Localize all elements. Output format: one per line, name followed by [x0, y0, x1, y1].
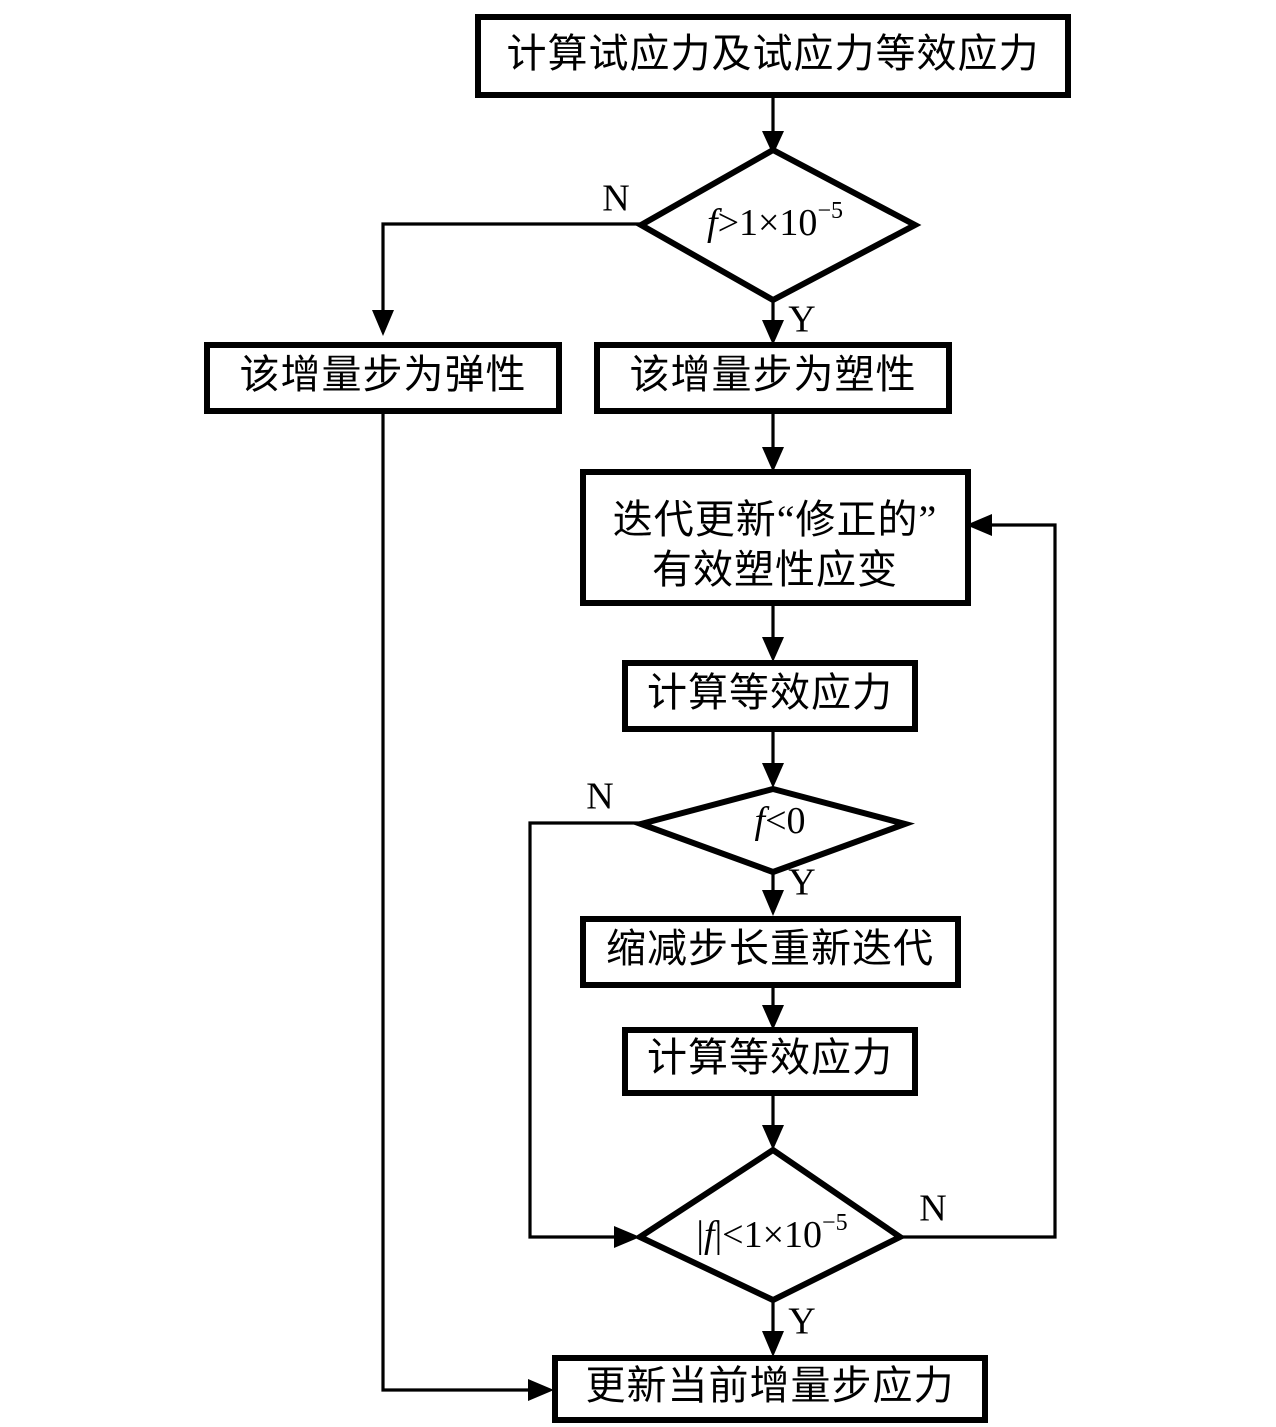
node-update-stress-label: 更新当前增量步应力 [586, 1363, 955, 1408]
node-calc-eq-stress-1-label: 计算等效应力 [647, 670, 893, 715]
edge-calc2-to-decision-converged [762, 1093, 784, 1150]
branch-label-converged-yes: Y [788, 1301, 815, 1343]
node-decision-yield-label: f>1×10−5 [707, 198, 843, 244]
decision-yield-mantissa: 1×10 [739, 202, 817, 244]
node-decision-converged[interactable]: |f|<1×10−5 [633, 1146, 906, 1304]
node-calc-eq-stress-1[interactable]: 计算等效应力 [622, 660, 918, 732]
node-calc-trial-stress[interactable]: 计算试应力及试应力等效应力 [475, 14, 1071, 98]
edge-calc1-to-decision-fneg [762, 729, 784, 788]
node-iterate-update-label-line1: 迭代更新“修正的” [613, 497, 938, 542]
edge-calc-trial-to-decision-yield [762, 95, 784, 155]
node-reduce-step[interactable]: 缩减步长重新迭代 [580, 916, 961, 988]
node-step-elastic-label: 该增量步为弹性 [240, 352, 527, 397]
edge-reduce-to-calc2 [762, 985, 784, 1030]
branch-label-converged-no: N [919, 1188, 946, 1230]
decision-converged-mid: |<1×10 [715, 1214, 822, 1256]
node-iterate-update[interactable]: 迭代更新“修正的” 有效塑性应变 [580, 469, 971, 606]
decision-fneg-rest: <0 [765, 800, 805, 842]
edge-plastic-to-iterate [762, 411, 784, 472]
edge-decision-fneg-yes [762, 872, 784, 916]
decision-yield-exponent: −5 [817, 198, 843, 224]
edge-decision-converged-no [900, 514, 1057, 1239]
edge-decision-converged-yes [762, 1300, 784, 1357]
node-update-stress[interactable]: 更新当前增量步应力 [552, 1355, 988, 1423]
edge-decision-yield-no [372, 222, 643, 336]
edge-elastic-to-update-stress [381, 411, 554, 1401]
node-calc-trial-stress-label: 计算试应力及试应力等效应力 [507, 31, 1040, 76]
node-step-plastic-label: 该增量步为塑性 [630, 352, 917, 397]
edge-decision-yield-yes [762, 300, 784, 345]
decision-converged-prefix: | [696, 1214, 704, 1256]
decision-yield-op: > [718, 202, 739, 244]
node-decision-f-neg-label: f<0 [755, 800, 806, 842]
branch-label-yield-yes: Y [788, 299, 815, 341]
branch-label-yield-no: N [602, 178, 629, 220]
node-iterate-update-label-line2: 有效塑性应变 [652, 547, 898, 592]
node-calc-eq-stress-2[interactable]: 计算等效应力 [622, 1027, 918, 1096]
node-calc-eq-stress-2-label: 计算等效应力 [647, 1035, 893, 1080]
branch-label-fneg-yes: Y [788, 862, 815, 904]
edge-decision-fneg-no [528, 821, 641, 1248]
node-decision-yield[interactable]: f>1×10−5 [634, 146, 922, 304]
node-step-elastic[interactable]: 该增量步为弹性 [204, 342, 562, 414]
node-decision-converged-label: |f|<1×10−5 [696, 1210, 847, 1256]
edge-iterate-to-calc1 [762, 603, 784, 662]
branch-label-fneg-no: N [586, 776, 613, 818]
node-step-plastic[interactable]: 该增量步为塑性 [594, 342, 952, 414]
node-decision-f-neg[interactable]: f<0 [630, 785, 916, 876]
node-reduce-step-label: 缩减步长重新迭代 [606, 926, 934, 971]
decision-converged-exponent: −5 [822, 1210, 848, 1236]
